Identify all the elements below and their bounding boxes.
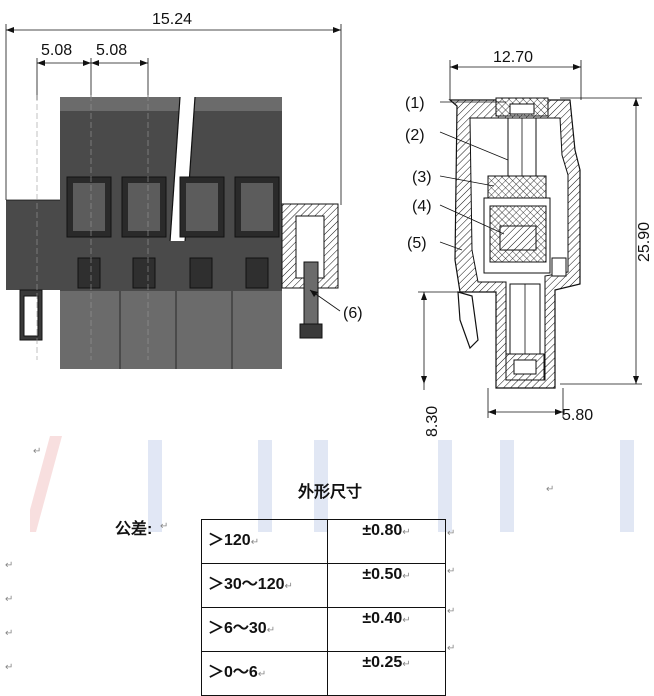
- front-view: 15.24 5.08 5.08: [5, 11, 363, 369]
- dim-side-width: 12.70: [493, 49, 533, 66]
- callout-3: (3): [412, 169, 432, 186]
- tolerance-label: 公差:: [115, 521, 153, 538]
- paragraph-mark: ↵: [447, 606, 456, 617]
- tolerance-range: ＞120↵: [201, 519, 328, 564]
- table-row: ＞120↵ ±0.80↵: [201, 519, 446, 564]
- paragraph-mark: ↵: [5, 594, 14, 605]
- tolerance-table: ＞120↵ ±0.80↵ ＞30～120↵ ±0.50↵ ＞6～30↵ ±0.4…: [201, 519, 446, 696]
- connector-technical-drawing: 15.24 5.08 5.08: [5, 11, 653, 437]
- dim-pin-length: 8.30: [424, 406, 441, 437]
- paragraph-mark: ↵: [5, 628, 14, 639]
- dim-pitch-2: 5.08: [96, 42, 127, 59]
- paragraph-mark: ↵: [447, 528, 456, 539]
- tolerance-range: ＞0～6↵: [201, 651, 328, 696]
- callout-4: (4): [412, 198, 432, 215]
- callout-6: (6): [343, 305, 363, 322]
- callout-2: (2): [405, 127, 425, 144]
- dim-height: 25.90: [636, 222, 653, 262]
- table-row: ＞30～120↵ ±0.50↵: [201, 563, 446, 608]
- dim-overall-width: 15.24: [152, 11, 192, 28]
- tolerance-range: ＞6～30↵: [201, 607, 328, 652]
- paragraph-mark: ↵: [546, 484, 555, 495]
- side-view: 12.70 25.90: [405, 49, 653, 437]
- paragraph-mark: ↵: [447, 566, 456, 577]
- tolerance-title: 外形尺寸: [298, 484, 363, 501]
- paragraph-mark: ↵: [5, 560, 14, 571]
- tolerance-range: ＞30～120↵: [201, 563, 328, 608]
- tolerance-value: ±0.50↵: [327, 563, 446, 608]
- dim-pin-width: 5.80: [562, 407, 593, 424]
- paragraph-mark: ↵: [160, 521, 169, 532]
- paragraph-mark: ↵: [5, 662, 14, 673]
- tolerance-value: ±0.80↵: [327, 519, 446, 564]
- table-row: ＞0～6↵ ±0.25↵: [201, 651, 446, 696]
- tolerance-value: ±0.25↵: [327, 651, 446, 696]
- watermark-logo: [30, 436, 634, 532]
- paragraph-mark: ↵: [447, 643, 456, 654]
- callout-1: (1): [405, 95, 425, 112]
- table-row: ＞6～30↵ ±0.40↵: [201, 607, 446, 652]
- paragraph-mark: ↵: [33, 446, 42, 457]
- dim-pitch-1: 5.08: [41, 42, 72, 59]
- callout-5: (5): [407, 235, 427, 252]
- tolerance-value: ±0.40↵: [327, 607, 446, 652]
